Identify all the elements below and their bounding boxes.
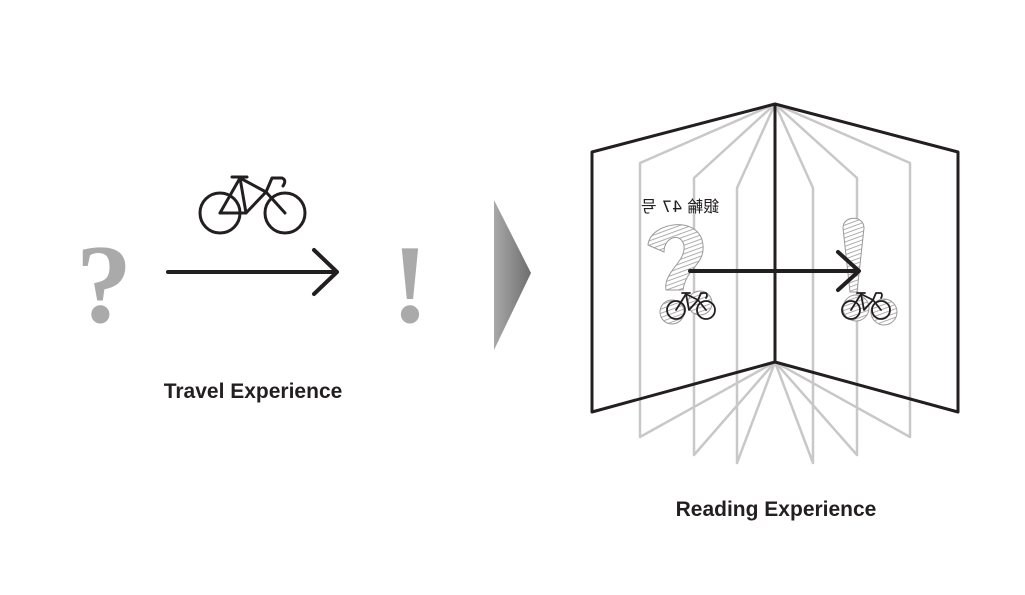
travel-section: ? ! Travel Experience	[76, 175, 429, 403]
page-question-shape	[647, 224, 713, 325]
exclamation-mark: !	[391, 223, 428, 347]
page-title-mirrored: 銀輪 47 号	[641, 197, 720, 216]
triangle-right-icon	[494, 200, 531, 350]
page-bicycle-icon-left	[666, 292, 716, 320]
travel-caption: Travel Experience	[164, 380, 343, 403]
arrow-right-icon	[166, 248, 339, 296]
question-mark: ?	[76, 223, 132, 347]
reading-section: 銀輪 47 号 Reading Experience	[590, 102, 960, 521]
bicycle-icon	[198, 175, 307, 235]
open-book-icon: 銀輪 47 号	[590, 102, 960, 465]
reading-caption: Reading Experience	[676, 498, 877, 521]
book-cover	[590, 102, 960, 414]
page-bicycle-icon-right	[841, 292, 891, 320]
